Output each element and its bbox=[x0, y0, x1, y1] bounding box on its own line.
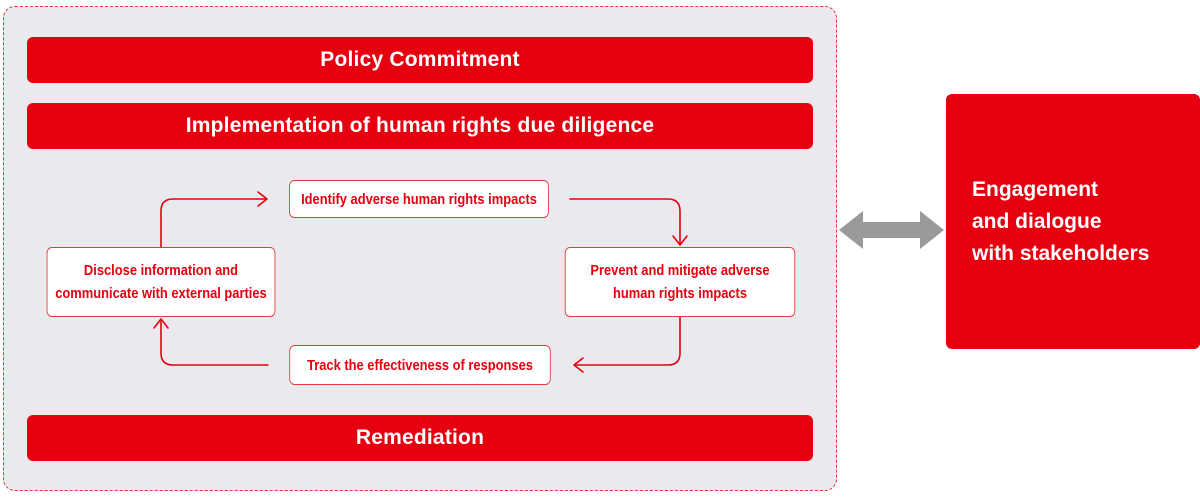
stakeholder-line1: Engagement bbox=[972, 177, 1099, 201]
stakeholder-engagement-box: Engagement and dialogue with stakeholder… bbox=[946, 94, 1200, 349]
step-identify-impacts: Identify adverse human rights impacts bbox=[289, 180, 549, 218]
stakeholder-line2: and dialogue bbox=[972, 209, 1102, 233]
step-prevent-mitigate: Prevent and mitigate adverse human right… bbox=[564, 247, 796, 317]
step-track-effectiveness: Track the effectiveness of responses bbox=[289, 345, 551, 385]
step-identify-label: Identify adverse human rights impacts bbox=[301, 190, 537, 208]
stakeholder-line3: with stakeholders bbox=[972, 241, 1150, 265]
policy-commitment-label: Policy Commitment bbox=[320, 48, 520, 71]
step-prevent-line1: Prevent and mitigate adverse bbox=[590, 262, 770, 279]
remediation-label: Remediation bbox=[355, 426, 485, 449]
policy-commitment-bar: Policy Commitment bbox=[27, 37, 813, 83]
two-way-arrow bbox=[839, 211, 944, 249]
implementation-label: Implementation of human rights due dilig… bbox=[185, 114, 655, 137]
implementation-bar: Implementation of human rights due dilig… bbox=[27, 103, 813, 149]
step-disclose-line2: communicate with external parties bbox=[55, 285, 267, 302]
step-disclose-communicate: Disclose information and communicate wit… bbox=[46, 247, 276, 317]
step-track-label: Track the effectiveness of responses bbox=[307, 356, 533, 374]
remediation-bar: Remediation bbox=[27, 415, 813, 461]
step-prevent-line2: human rights impacts bbox=[612, 285, 748, 302]
step-disclose-line1: Disclose information and bbox=[83, 262, 239, 279]
